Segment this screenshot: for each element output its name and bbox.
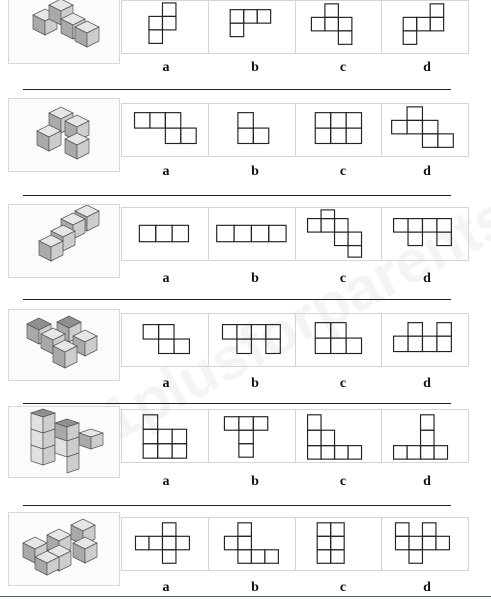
label-6d: d: [423, 580, 431, 595]
option-2c[interactable]: [296, 104, 383, 156]
label-2b: b: [251, 164, 259, 179]
label-4a: a: [162, 376, 170, 391]
option-4a[interactable]: [122, 314, 209, 366]
label-5d: d: [423, 474, 431, 489]
label-3c: c: [339, 271, 347, 286]
option-3d[interactable]: [382, 208, 468, 260]
options-row-2: [121, 103, 469, 157]
options-row-6: [121, 517, 469, 571]
divider-2: [23, 195, 451, 196]
option-4b[interactable]: [209, 314, 296, 366]
label-6c: c: [339, 580, 347, 595]
options-row-4: [121, 313, 469, 367]
cube-image-6: [8, 512, 120, 586]
cube-image-1: [8, 0, 120, 64]
option-3b[interactable]: [209, 208, 296, 260]
option-1c[interactable]: [296, 1, 383, 53]
cube-image-4: [8, 309, 120, 381]
options-row-1: [121, 0, 469, 54]
label-5b: b: [251, 474, 259, 489]
divider-3: [23, 299, 451, 300]
option-6c[interactable]: [296, 518, 383, 570]
divider-5: [23, 505, 451, 506]
option-3c[interactable]: [296, 208, 383, 260]
option-1b[interactable]: [209, 1, 296, 53]
option-1a[interactable]: [122, 1, 209, 53]
options-row-3: [121, 207, 469, 261]
label-3b: b: [251, 271, 259, 286]
option-5c[interactable]: [296, 410, 383, 462]
option-6a[interactable]: [122, 518, 209, 570]
option-4d[interactable]: [382, 314, 468, 366]
option-2d[interactable]: [382, 104, 468, 156]
label-3d: d: [423, 271, 431, 286]
label-4d: d: [423, 376, 431, 391]
bottom-border: [0, 596, 491, 597]
option-5b[interactable]: [209, 410, 296, 462]
option-5d[interactable]: [382, 410, 468, 462]
label-6a: a: [162, 580, 170, 595]
cube-image-5: [8, 406, 120, 478]
label-1d: d: [423, 60, 431, 75]
label-5c: c: [339, 474, 347, 489]
label-4c: c: [339, 376, 347, 391]
cube-image-3: [8, 204, 120, 278]
option-2a[interactable]: [122, 104, 209, 156]
label-1b: b: [251, 60, 259, 75]
option-1d[interactable]: [382, 1, 468, 53]
option-2b[interactable]: [209, 104, 296, 156]
label-1a: a: [162, 60, 170, 75]
option-6d[interactable]: [382, 518, 468, 570]
label-1c: c: [339, 60, 347, 75]
label-2a: a: [162, 164, 170, 179]
option-4c[interactable]: [296, 314, 383, 366]
label-6b: b: [251, 580, 259, 595]
label-2d: d: [423, 164, 431, 179]
label-5a: a: [162, 474, 170, 489]
label-2c: c: [339, 164, 347, 179]
option-5a[interactable]: [122, 410, 209, 462]
label-3a: a: [162, 271, 170, 286]
divider-1: [23, 89, 451, 90]
label-4b: b: [251, 376, 259, 391]
option-6b[interactable]: [209, 518, 296, 570]
divider-4: [23, 403, 451, 404]
options-row-5: [121, 409, 469, 463]
cube-image-2: [8, 98, 120, 172]
option-3a[interactable]: [122, 208, 209, 260]
